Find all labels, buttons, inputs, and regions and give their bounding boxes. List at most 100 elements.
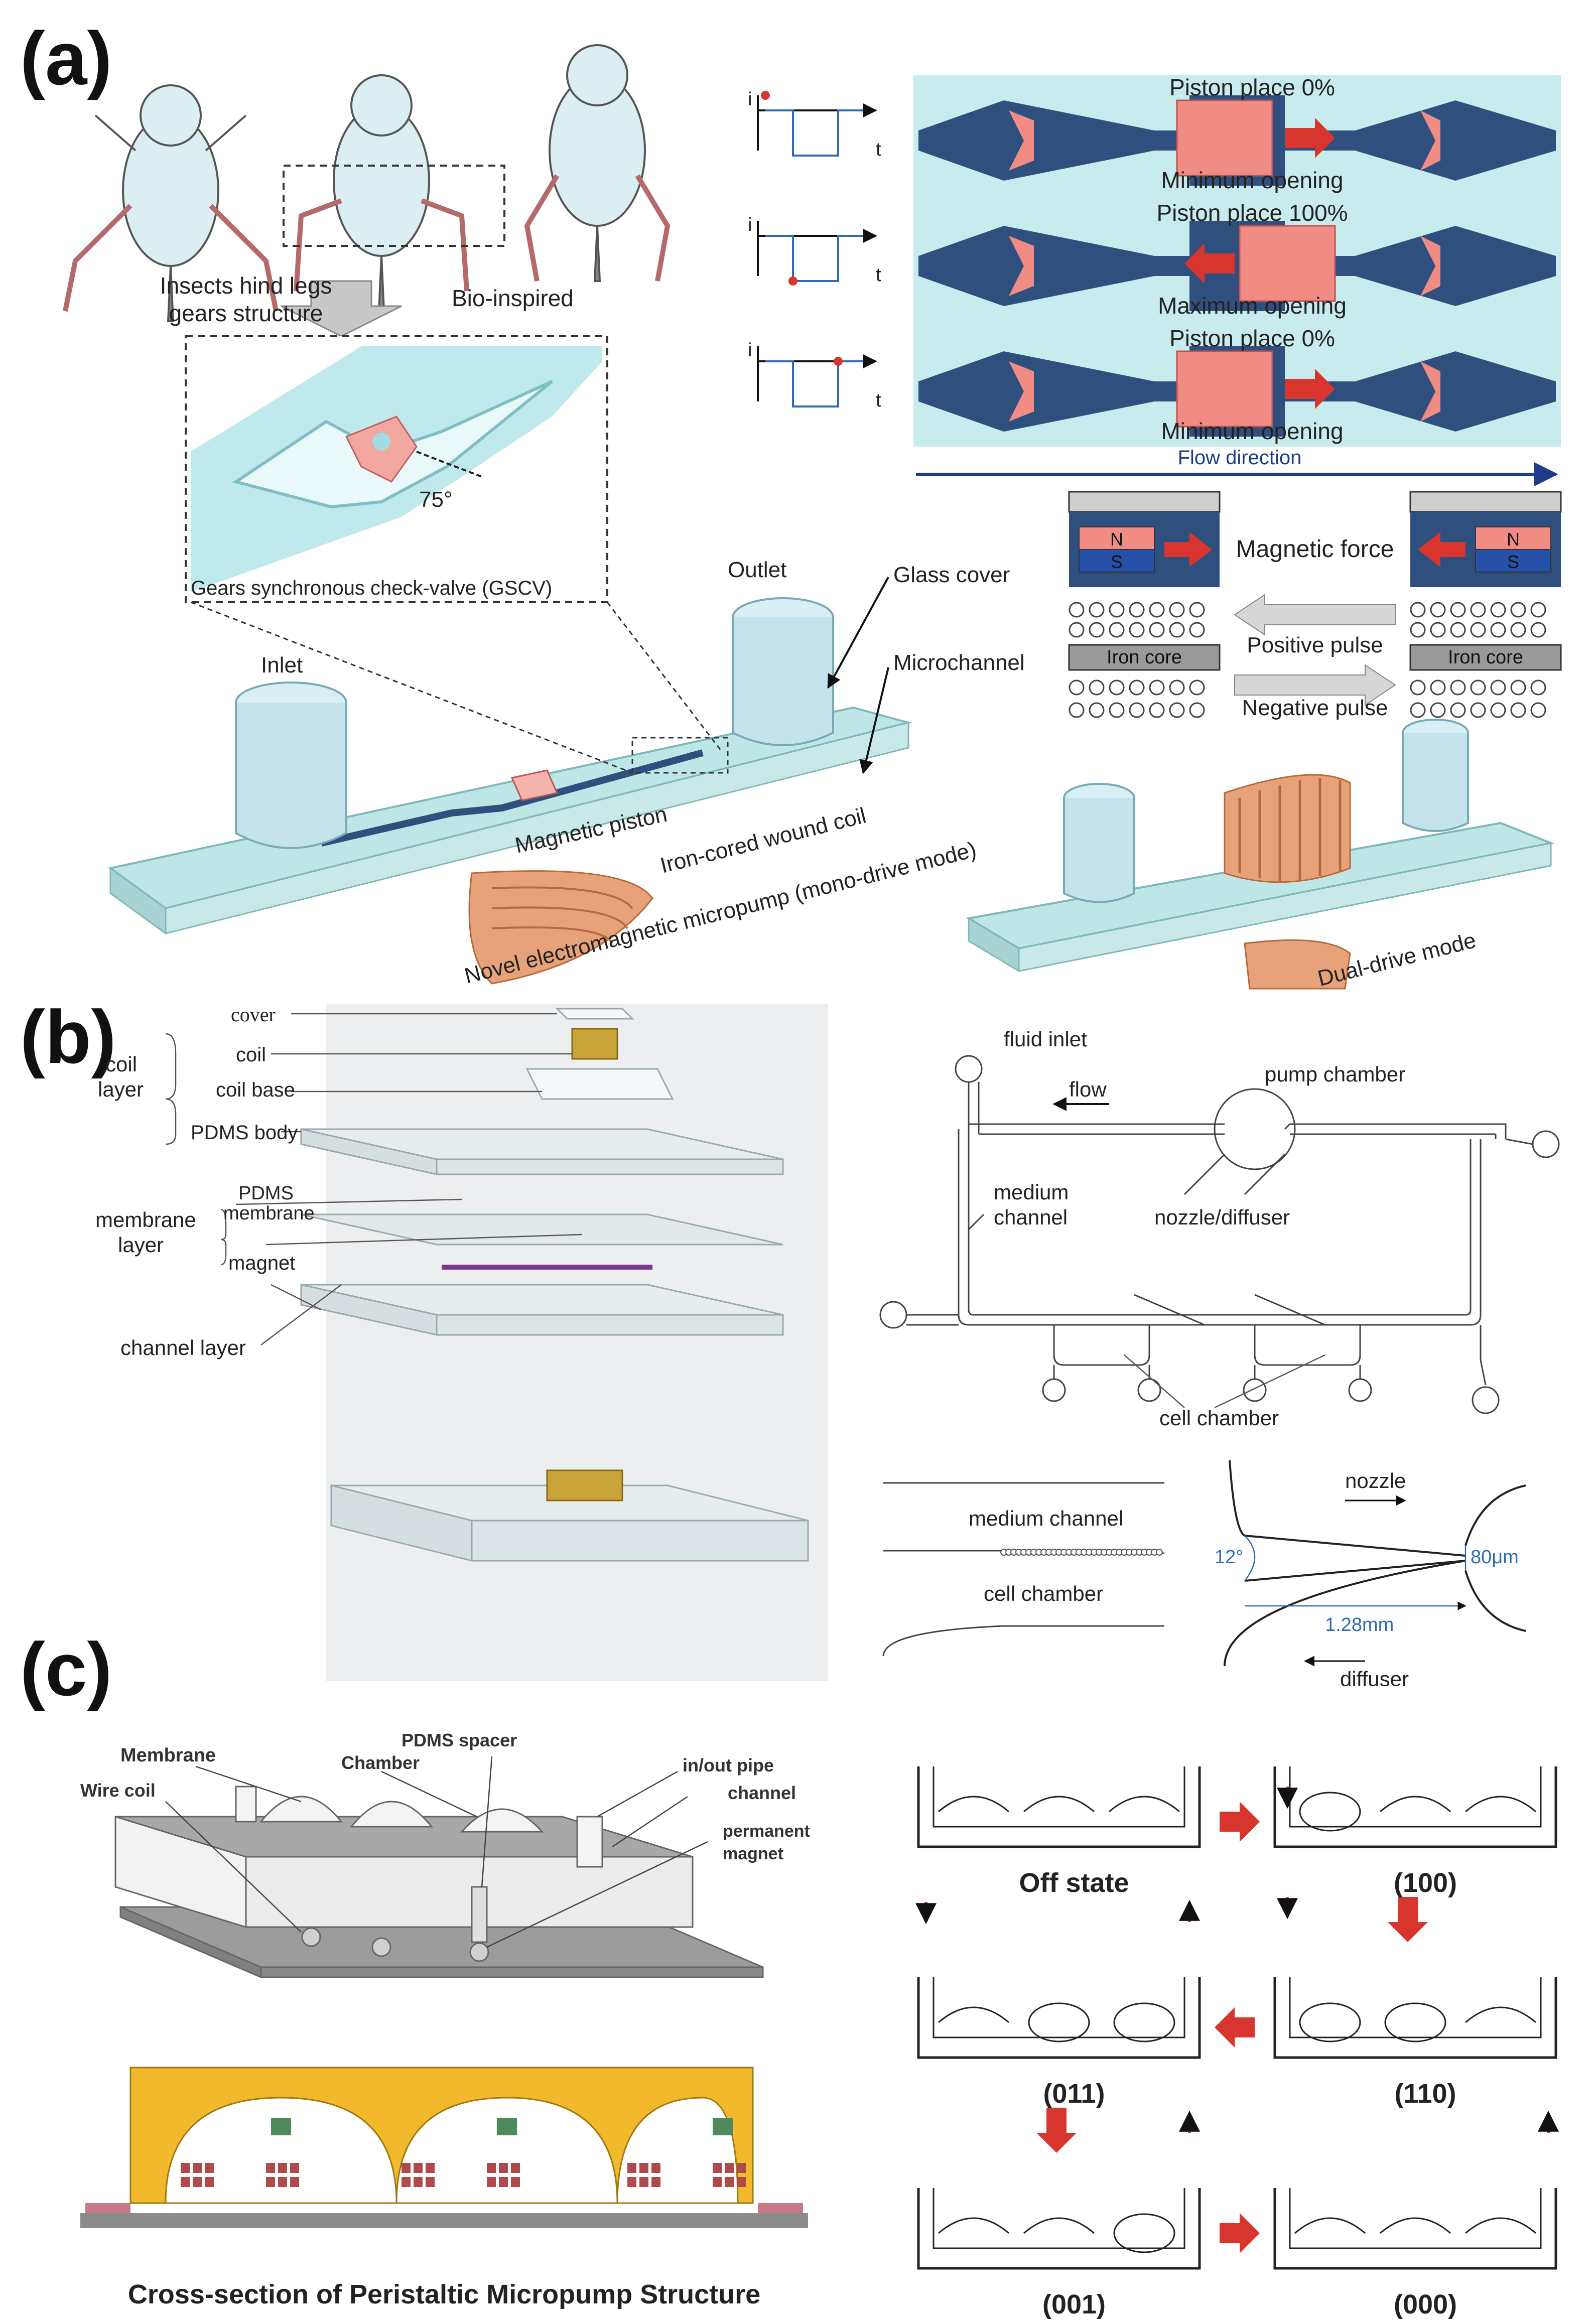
panel-c-figure: Membrane PDMS spacer Chamber Wire coil i… bbox=[80, 1730, 1559, 2319]
state-arrows bbox=[1036, 1802, 1428, 2253]
negative-pulse-label: Negative pulse bbox=[1242, 696, 1388, 720]
gscv-locator-box bbox=[631, 737, 729, 774]
membrane-label: Membrane bbox=[120, 1745, 216, 1766]
inlet-label: Inlet bbox=[261, 653, 303, 677]
nozzle-detail bbox=[1224, 1460, 1526, 1667]
coil-square bbox=[278, 2163, 287, 2173]
waveform-2-t: t bbox=[876, 264, 881, 286]
channel-schematic bbox=[879, 1055, 1560, 1414]
permanent-magnet-line1: permanent bbox=[723, 1822, 810, 1841]
exploded-layers bbox=[300, 1008, 784, 1336]
state-pulse-arrows bbox=[915, 1787, 1559, 2133]
coil-square bbox=[205, 2163, 214, 2173]
membrane-layer-line2: layer bbox=[118, 1233, 164, 1257]
angle-label: 75° bbox=[419, 487, 453, 512]
medium-channel-line1: medium bbox=[994, 1180, 1069, 1204]
bio-inspired-label: Bio-inspired bbox=[452, 285, 574, 311]
flow-label: flow bbox=[1069, 1077, 1107, 1101]
coil-square bbox=[181, 2177, 190, 2187]
coil-square bbox=[181, 2163, 190, 2173]
pump-state-row-2 bbox=[918, 221, 1556, 311]
pdms-membrane-line1: PDMS bbox=[238, 1183, 294, 1204]
exploded-view-background bbox=[326, 1004, 828, 1681]
cell-chamber-leaders bbox=[1124, 1354, 1325, 1409]
magnet-label: magnet bbox=[228, 1252, 295, 1274]
coil-square bbox=[426, 2177, 435, 2187]
coil-square bbox=[627, 2177, 636, 2187]
state-diagram bbox=[917, 1766, 1201, 1848]
glass-cover-pointer bbox=[827, 577, 889, 689]
coil-square bbox=[725, 2177, 734, 2187]
coil-square bbox=[725, 2163, 734, 2173]
state-110-label: (110) bbox=[1394, 2079, 1456, 2109]
coil-square bbox=[639, 2177, 648, 2187]
coil-square bbox=[651, 2163, 660, 2173]
coil-square bbox=[511, 2163, 520, 2173]
insect-highlight-box bbox=[283, 165, 505, 247]
coil-square bbox=[193, 2177, 202, 2187]
peristaltic-3d-leaders bbox=[165, 1756, 708, 1948]
coil-layer-line2: layer bbox=[98, 1077, 144, 1101]
microchannel-label: Microchannel bbox=[893, 650, 1025, 675]
waveform-graphs bbox=[757, 91, 876, 407]
magnetic-diagram bbox=[1068, 491, 1562, 706]
coil-square bbox=[278, 2177, 287, 2187]
positive-pulse-label: Positive pulse bbox=[1247, 633, 1383, 657]
coil-square bbox=[426, 2163, 435, 2173]
layer-leaders bbox=[165, 1013, 583, 1311]
pump-chamber-label: pump chamber bbox=[1265, 1062, 1405, 1086]
cover-label: cover bbox=[231, 1003, 276, 1026]
chamber-dots bbox=[1000, 1549, 1163, 1556]
coil-square bbox=[639, 2163, 648, 2173]
piston-place-1: Piston place 0% bbox=[1169, 74, 1335, 100]
wire-coil-label: Wire coil bbox=[80, 1780, 156, 1801]
dual-drive-micropump bbox=[966, 719, 1555, 990]
coil-square bbox=[713, 2177, 722, 2187]
opening-3: Minimum opening bbox=[1161, 418, 1343, 444]
coil-square bbox=[627, 2163, 636, 2173]
coil-square bbox=[737, 2163, 746, 2173]
permanent-magnet-line2: magnet bbox=[723, 1844, 783, 1863]
panel-b-letter: (b) bbox=[20, 995, 116, 1079]
coil-square bbox=[511, 2177, 520, 2187]
coil-square bbox=[402, 2177, 411, 2187]
waveform-3-t: t bbox=[876, 390, 881, 411]
magnet-n-right: N bbox=[1507, 529, 1520, 550]
cross-section-coils bbox=[181, 2163, 746, 2187]
coil-square bbox=[266, 2163, 275, 2173]
nozzle-diffuser-label: nozzle/diffuser bbox=[1154, 1205, 1290, 1229]
insect-left bbox=[63, 84, 279, 322]
coil-square bbox=[499, 2163, 508, 2173]
state-diagrams bbox=[917, 1766, 1557, 2270]
fluid-inlet-label: fluid inlet bbox=[1004, 1027, 1087, 1051]
gscv-inset bbox=[185, 335, 608, 603]
channel-label: channel bbox=[728, 1783, 796, 1803]
chamber-dot bbox=[1156, 1549, 1163, 1556]
state-000-label: (000) bbox=[1394, 2289, 1457, 2319]
coil-square bbox=[402, 2163, 411, 2173]
coil-base-label: coil base bbox=[216, 1079, 295, 1101]
flow-direction-label: Flow direction bbox=[1178, 447, 1302, 469]
membrane-layer-line1: membrane bbox=[95, 1208, 196, 1232]
channel-layer-leader bbox=[260, 1284, 342, 1345]
panel-c-letter: (c) bbox=[20, 1627, 112, 1711]
cross-section-caption: Cross-section of Peristaltic Micropump S… bbox=[128, 2279, 760, 2309]
medium-channel-line2: channel bbox=[994, 1205, 1068, 1229]
state-diagram bbox=[1273, 1977, 1557, 2059]
coil-label: coil bbox=[236, 1044, 266, 1066]
pdms-membrane-line2: membrane bbox=[223, 1203, 315, 1224]
waveform-2-i: i bbox=[748, 214, 752, 235]
channel-layer-label: channel layer bbox=[120, 1336, 246, 1359]
diffuser-label: diffuser bbox=[1340, 1667, 1409, 1686]
microchannel-pointer bbox=[859, 667, 889, 774]
opening-1: Minimum opening bbox=[1161, 167, 1343, 193]
coil-square bbox=[290, 2177, 299, 2187]
width-80-label: 80μm bbox=[1471, 1547, 1519, 1568]
mono-drive-micropump bbox=[108, 597, 912, 985]
nozzle-label: nozzle bbox=[1345, 1469, 1406, 1492]
waveform-1-i: i bbox=[748, 89, 752, 110]
chamber-label: Chamber bbox=[341, 1752, 420, 1773]
state-100-label: (100) bbox=[1394, 1868, 1457, 1898]
state-diagram bbox=[917, 1977, 1201, 2059]
coil-square bbox=[487, 2163, 496, 2173]
